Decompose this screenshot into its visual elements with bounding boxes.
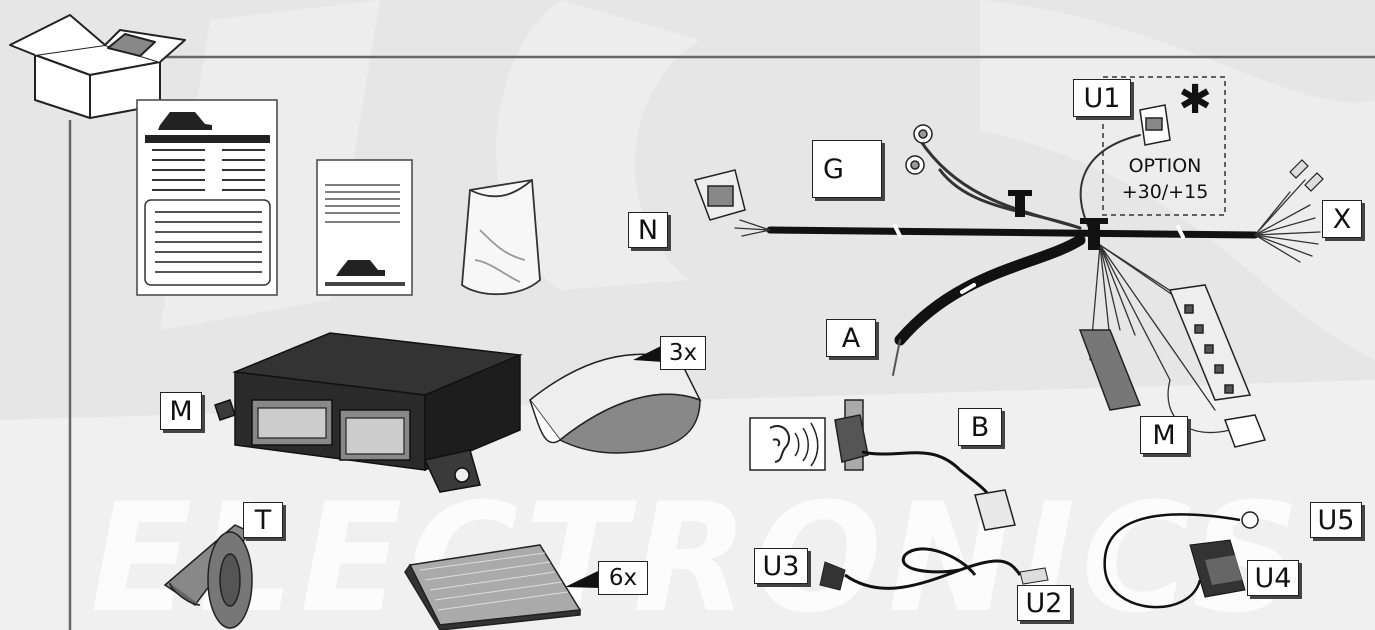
label-g: G [812,140,882,198]
option-title: OPTION [1110,155,1220,179]
label-x: X [1322,200,1362,238]
option-value: +30/+15 [1110,181,1220,205]
label-m-connectors: M [1140,416,1188,454]
manual-document [137,100,277,295]
label-n: N [628,212,668,248]
label-u5: U5 [1310,502,1362,538]
label-u2: U2 [1017,585,1071,621]
label-u4: U4 [1247,560,1299,596]
label-u3: U3 [754,548,808,584]
count-adhesive-pads: 6x [598,561,648,595]
label-u1: U1 [1073,79,1131,117]
label-b: B [958,408,1002,446]
label-m-module: M [160,392,202,430]
ear-sound-icon [750,418,825,470]
label-t: T [243,502,283,538]
watermark-text: ELECTRONICS [90,472,1306,630]
connector-n [695,170,745,220]
option-connector [1140,105,1170,145]
quick-guide-card [317,160,412,295]
option-asterisk: ✱ [1175,75,1215,125]
count-foam-pads: 3x [660,336,706,370]
label-a: A [826,319,876,357]
hardware-bag [462,180,540,294]
